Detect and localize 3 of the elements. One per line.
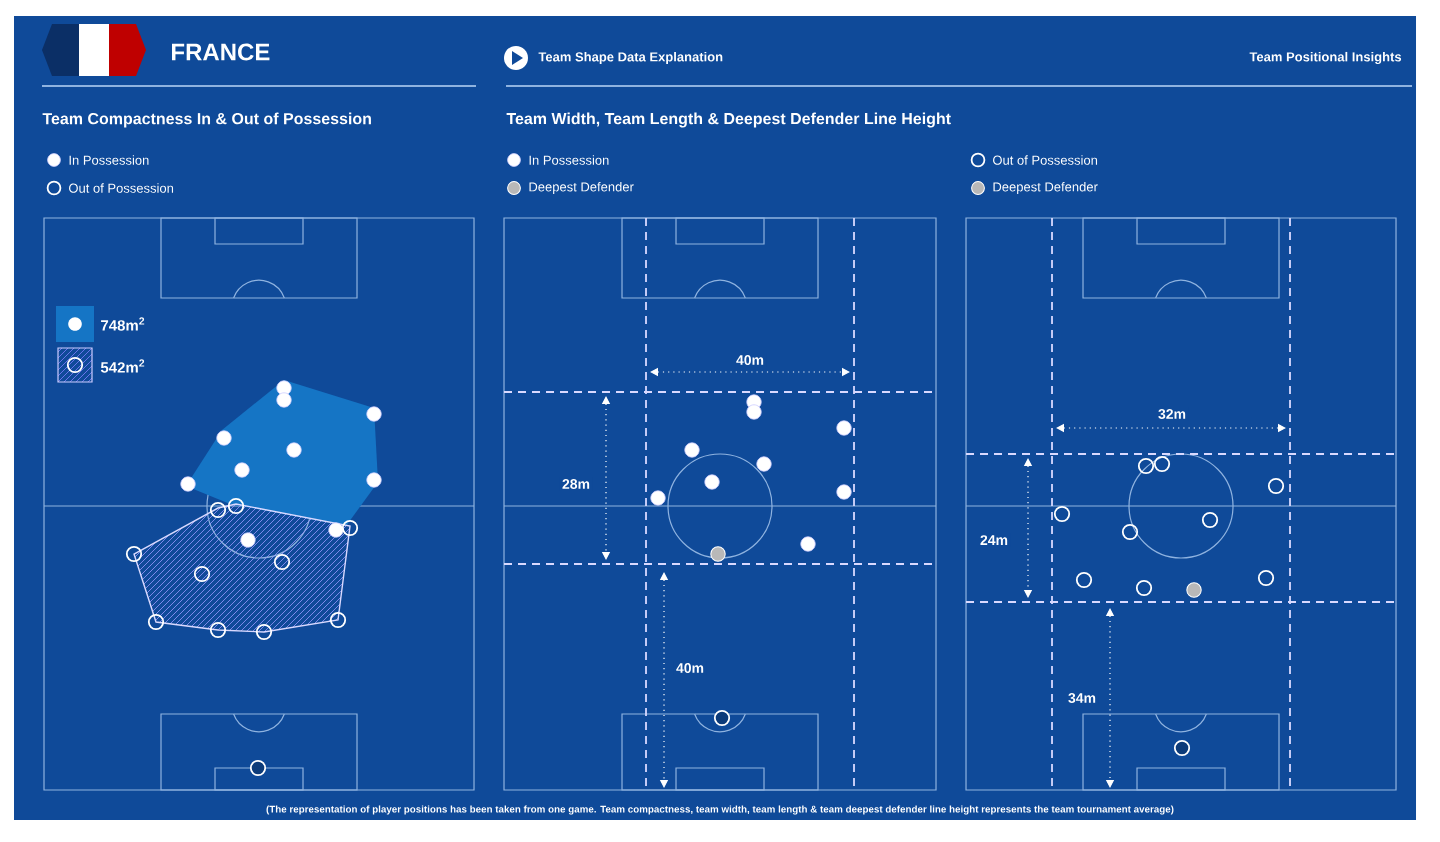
title: FRANCE <box>172 43 270 61</box>
heading: Team Compactness In & Out of Possession <box>42 112 371 128</box>
heading: Team Width, Team Length & Deepest Defender Line Height <box>506 112 951 128</box>
